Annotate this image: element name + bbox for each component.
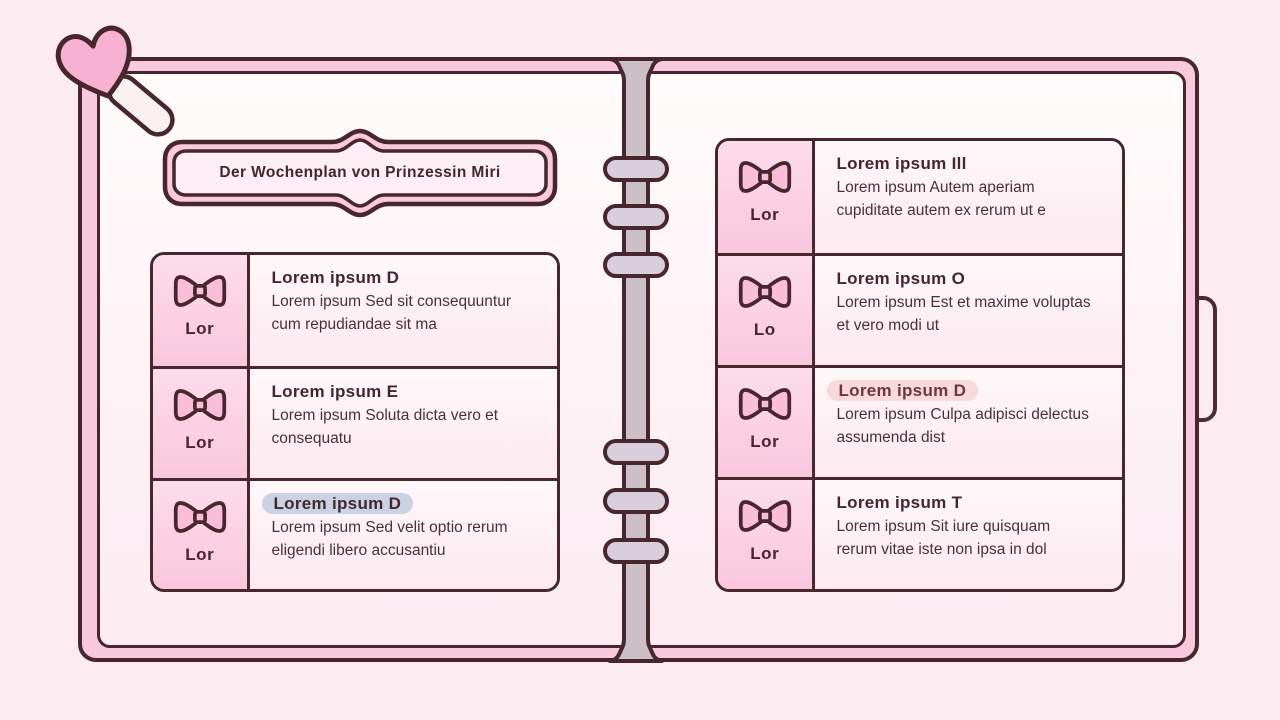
planner-item-label: Lor [750, 205, 780, 224]
binder-ring [603, 252, 669, 278]
binder-spine [603, 57, 669, 663]
planner-item: Lor Lorem ipsum Ill Lorem ipsum Autem ap… [718, 141, 1122, 253]
bow-icon [738, 388, 791, 420]
planner-item: Lor Lorem ipsum D Lorem ipsum Culpa adip… [718, 365, 1122, 477]
planner-item-body: Lorem ipsum Sit iure quisquam rerum vita… [836, 518, 1051, 558]
title-banner [162, 128, 558, 218]
planner-item-label-cell: Lo [718, 256, 815, 365]
planner-item-title: Lorem ipsum D [271, 268, 400, 287]
planner-item-label: Lo [753, 320, 776, 339]
planner-item-body: Lorem ipsum Sed velit optio rerum eligen… [271, 518, 508, 559]
planner-item: Lor Lorem ipsum D Lorem ipsum Sed velit … [153, 477, 557, 589]
planner-item: Lor Lorem ipsum T Lorem ipsum Sit iure q… [718, 477, 1122, 589]
planner-item-content: Lorem ipsum D Lorem ipsum Culpa adipisci… [814, 368, 1122, 477]
binder-ring [603, 156, 669, 182]
bow-icon [738, 276, 791, 308]
binder-ring [603, 538, 669, 564]
bow-icon [173, 500, 226, 533]
planner-item-title: Lorem ipsum D [261, 492, 530, 514]
binder-ring [603, 439, 669, 465]
binder-ring [603, 488, 669, 514]
bow-icon [173, 275, 226, 307]
planner-item-content: Lorem ipsum E Lorem ipsum Soluta dicta v… [249, 369, 557, 478]
planner-item-content: Lorem ipsum O Lorem ipsum Est et maxime … [814, 256, 1122, 365]
heart-clip-icon [55, 25, 175, 137]
planner-item-title: Lorem ipsum D [826, 380, 1095, 401]
planner-item-content: Lorem ipsum D Lorem ipsum Sed sit conseq… [249, 255, 557, 367]
planner-item-content: Lorem ipsum Ill Lorem ipsum Autem aperia… [814, 141, 1122, 253]
planner-item-label-cell: Lor [718, 368, 815, 477]
left-planner-list: Lor Lorem ipsum D Lorem ipsum Sed sit co… [150, 252, 560, 592]
binder-rings [603, 156, 669, 564]
planner-item-content: Lorem ipsum T Lorem ipsum Sit iure quisq… [814, 480, 1122, 589]
planner-item-content: Lorem ipsum D Lorem ipsum Sed velit opti… [249, 480, 557, 589]
planner-item-body: Lorem ipsum Soluta dicta vero et consequ… [271, 407, 499, 448]
planner-item-label: Lor [750, 432, 780, 451]
bow-icon [738, 161, 791, 193]
planner-item-title: Lorem ipsum Ill [836, 154, 967, 173]
page-title: Der Wochenplan von Prinzessin Miri [219, 164, 501, 181]
planner-item-body: Lorem ipsum Culpa adipisci delectus assu… [836, 406, 1089, 446]
planner-item-label-cell: Lor [153, 369, 250, 478]
planner-item-label-cell: Lor [153, 255, 250, 367]
binder-ring [603, 204, 669, 230]
planner-item-label: Lor [750, 544, 780, 563]
planner-item-label: Lor [185, 319, 215, 338]
planner-item-title: Lorem ipsum E [271, 382, 399, 402]
planner-item-label-cell: Lor [153, 480, 250, 589]
planner-item: Lor Lorem ipsum E Lorem ipsum Soluta dic… [153, 366, 557, 478]
planner-item-label: Lor [185, 544, 215, 564]
planner-item-label-cell: Lor [718, 480, 815, 589]
planner-item: Lo Lorem ipsum O Lorem ipsum Est et maxi… [718, 253, 1122, 365]
bow-icon [173, 389, 226, 422]
planner-item-label: Lor [185, 433, 215, 453]
bow-icon [738, 500, 791, 532]
planner-item-body: Lorem ipsum Autem aperiam cupiditate aut… [836, 179, 1046, 219]
planner-item-label-cell: Lor [718, 141, 815, 253]
planner-item: Lor Lorem ipsum D Lorem ipsum Sed sit co… [153, 255, 557, 367]
planner-item-title: Lorem ipsum T [836, 493, 963, 512]
planner-item-title: Lorem ipsum O [836, 269, 966, 288]
right-planner-list: Lor Lorem ipsum Ill Lorem ipsum Autem ap… [715, 138, 1125, 592]
planner-item-body: Lorem ipsum Est et maxime voluptas et ve… [836, 294, 1091, 334]
heart-icon [55, 25, 132, 99]
planner-item-body: Lorem ipsum Sed sit consequuntur cum rep… [271, 293, 512, 333]
